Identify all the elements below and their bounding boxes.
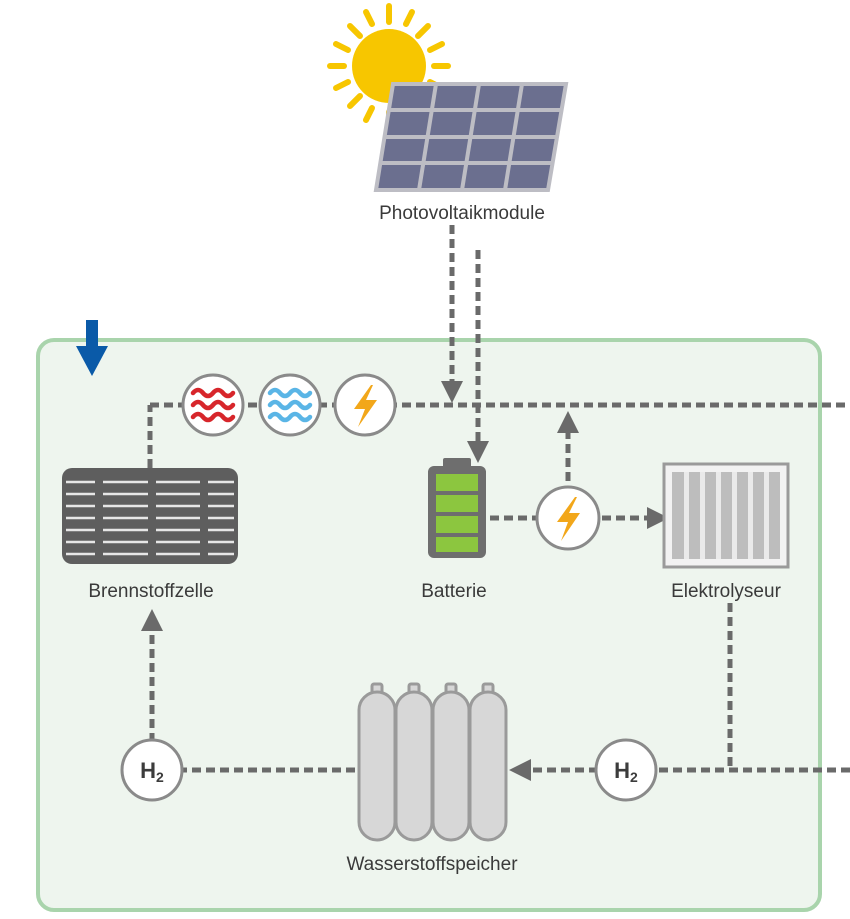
svg-text:H2: H2 <box>140 758 164 785</box>
storage-label: Wasserstoffspeicher <box>346 854 518 875</box>
tank <box>431 682 471 842</box>
tank <box>468 682 508 842</box>
h2-subscript: 2 <box>156 769 164 785</box>
electrolyzer-icon <box>662 462 790 569</box>
water-waves-icon <box>267 387 313 423</box>
battery-label: Batterie <box>421 581 486 602</box>
pv-label: Photovoltaikmodule <box>379 203 545 224</box>
heat-waves-icon <box>190 387 236 423</box>
electrolyzer-label: Elektrolyseur <box>671 581 781 602</box>
electricity-badge <box>333 373 397 437</box>
down-arrow-icon <box>76 320 108 376</box>
h2-subscript: 2 <box>630 769 638 785</box>
h2-symbol: H <box>614 758 630 783</box>
fuel-cell-icon <box>62 468 238 564</box>
fuel-cell-label: Brennstoffzelle <box>88 581 213 602</box>
electricity-badge-2 <box>535 485 601 551</box>
lightning-icon <box>557 497 580 541</box>
water-badge <box>258 373 322 437</box>
h2-symbol: H <box>140 758 156 783</box>
tank <box>394 682 434 842</box>
svg-text:H2: H2 <box>614 758 638 785</box>
heat-badge <box>181 373 245 437</box>
h2-badge-left: H2 <box>120 738 184 802</box>
hydrogen-tanks-icon <box>357 682 508 842</box>
tank <box>357 682 397 842</box>
battery-icon <box>428 458 486 558</box>
lightning-icon <box>354 385 377 427</box>
h2-badge-right: H2 <box>594 738 658 802</box>
pv-panel-icon <box>373 82 569 192</box>
